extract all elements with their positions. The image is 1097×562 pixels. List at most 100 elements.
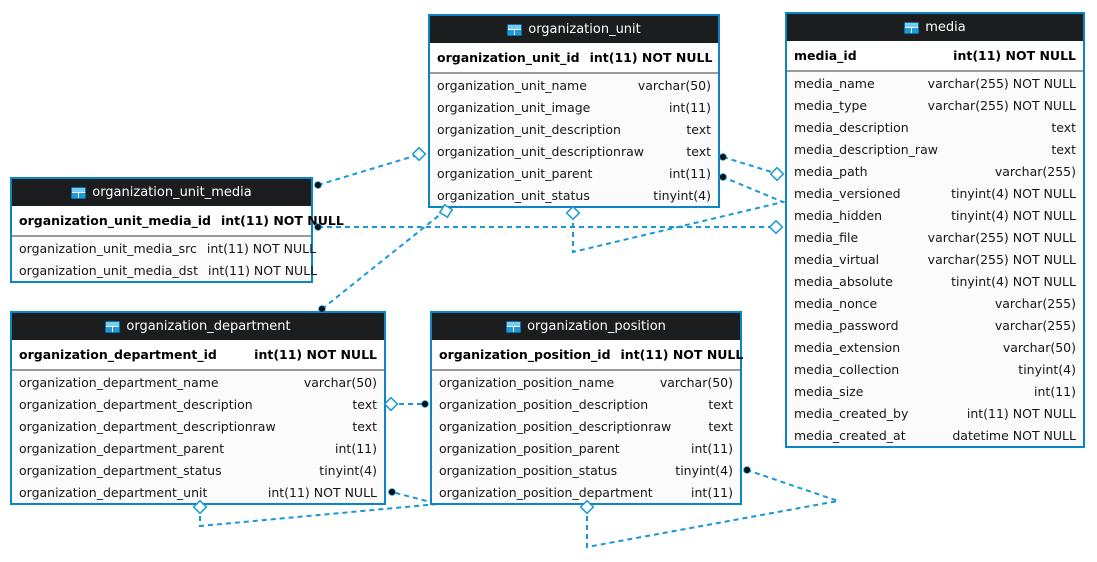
column-name: organization_unit_status	[437, 187, 590, 203]
column-row: organization_unit_media_dst int(11) NOT N…	[12, 259, 317, 281]
table-title: media	[925, 20, 966, 35]
relationship-line-organization_unit-to-organization_unit[interactable]	[572, 176, 787, 254]
column-row: organization_position_department int(11)	[432, 481, 740, 503]
column-row: organization_position_description text	[432, 393, 740, 415]
column-type: text	[708, 396, 733, 412]
column-row: media_hidden tinyint(4) NOT NULL	[787, 204, 1083, 226]
column-type: text	[686, 121, 711, 137]
column-type: int(11) NOT NULL	[221, 213, 344, 228]
column-name: media_absolute	[794, 273, 893, 289]
column-type: varchar(255) NOT NULL	[927, 75, 1076, 91]
column-name: organization_department_id	[19, 347, 217, 362]
column-name: organization_position_descriptionraw	[439, 418, 672, 434]
column-type: text	[352, 418, 377, 434]
relationship-line-organization_unit-to-media[interactable]	[722, 156, 779, 175]
column-row: media_extension varchar(50)	[787, 336, 1083, 358]
column-type: int(11)	[691, 484, 733, 500]
table-header[interactable]: organization_position	[432, 313, 740, 340]
relationship-line-organization_position-to-organization_position[interactable]	[586, 469, 842, 549]
column-row: organization_unit_descriptionraw text	[430, 140, 718, 162]
column-type: text	[686, 143, 711, 159]
column-type: varchar(50)	[637, 77, 711, 93]
column-type: text	[1051, 141, 1076, 157]
column-name: organization_department_name	[19, 374, 219, 390]
column-type: varchar(50)	[659, 374, 733, 390]
column-row: organization_unit_status tinyint(4)	[430, 184, 718, 206]
column-type: tinyint(4) NOT NULL	[951, 185, 1076, 201]
table-title: organization_department	[126, 319, 291, 334]
column-name: organization_unit_descriptionraw	[437, 143, 644, 159]
column-type: int(11) NOT NULL	[206, 240, 317, 256]
table-header[interactable]: organization_department	[12, 313, 384, 340]
table-icon	[507, 23, 523, 36]
column-type: int(11)	[669, 99, 711, 115]
column-name: organization_position_status	[439, 462, 618, 478]
column-type: varchar(255)	[994, 317, 1076, 333]
column-type: int(11)	[691, 440, 733, 456]
table-organization_position[interactable]: organization_position organization_positi…	[430, 311, 743, 505]
column-name: organization_unit_name	[437, 77, 587, 93]
column-name: media_hidden	[794, 207, 883, 223]
column-name: organization_department_status	[19, 462, 222, 478]
column-type: varchar(255) NOT NULL	[927, 251, 1076, 267]
table-header[interactable]: media	[787, 14, 1083, 41]
column-name: organization_position_department	[439, 484, 653, 500]
column-type: tinyint(4)	[319, 462, 377, 478]
column-type: int(11) NOT NULL	[207, 262, 318, 278]
column-name: media_extension	[794, 339, 901, 355]
column-type: int(11)	[335, 440, 377, 456]
table-icon	[71, 186, 87, 199]
column-type: varchar(255) NOT NULL	[927, 229, 1076, 245]
column-name: media_password	[794, 317, 899, 333]
table-header[interactable]: organization_unit_media	[12, 179, 311, 206]
primary-key-row: organization_unit_media_id int(11) NOT NU…	[12, 206, 344, 237]
column-name: organization_department_descriptionraw	[19, 418, 276, 434]
table-icon	[904, 21, 920, 34]
table-organization_department[interactable]: organization_department organization_depa…	[10, 311, 386, 505]
column-type: tinyint(4)	[1018, 361, 1076, 377]
column-row: media_password varchar(255)	[787, 314, 1083, 336]
column-name: organization_unit_media_dst	[19, 262, 198, 278]
column-type: int(11) NOT NULL	[589, 50, 713, 65]
column-name: organization_department_unit	[19, 484, 208, 500]
column-type: tinyint(4) NOT NULL	[951, 207, 1076, 223]
table-icon	[506, 320, 522, 333]
column-name: organization_unit_image	[437, 99, 591, 115]
column-type: varchar(255)	[994, 163, 1076, 179]
relationship-line-organization_department-to-organization_department[interactable]	[199, 491, 439, 528]
column-name: organization_unit_media_id	[19, 213, 211, 228]
column-type: datetime NOT NULL	[952, 427, 1076, 443]
column-type: int(11) NOT NULL	[953, 48, 1076, 63]
column-name: organization_position_description	[439, 396, 649, 412]
column-name: media_path	[794, 163, 868, 179]
column-name: media_nonce	[794, 295, 878, 311]
column-name: organization_department_parent	[19, 440, 225, 456]
column-row: organization_department_parent int(11)	[12, 437, 384, 459]
relationship-line-organization_unit_media-to-organization_unit[interactable]	[317, 153, 422, 186]
table-header[interactable]: organization_unit	[430, 16, 718, 43]
column-type: int(11)	[1034, 383, 1076, 399]
column-row: organization_department_status tinyint(4)	[12, 459, 384, 481]
column-type: tinyint(4)	[653, 187, 711, 203]
column-name: media_created_at	[794, 427, 906, 443]
column-type: varchar(50)	[1002, 339, 1076, 355]
